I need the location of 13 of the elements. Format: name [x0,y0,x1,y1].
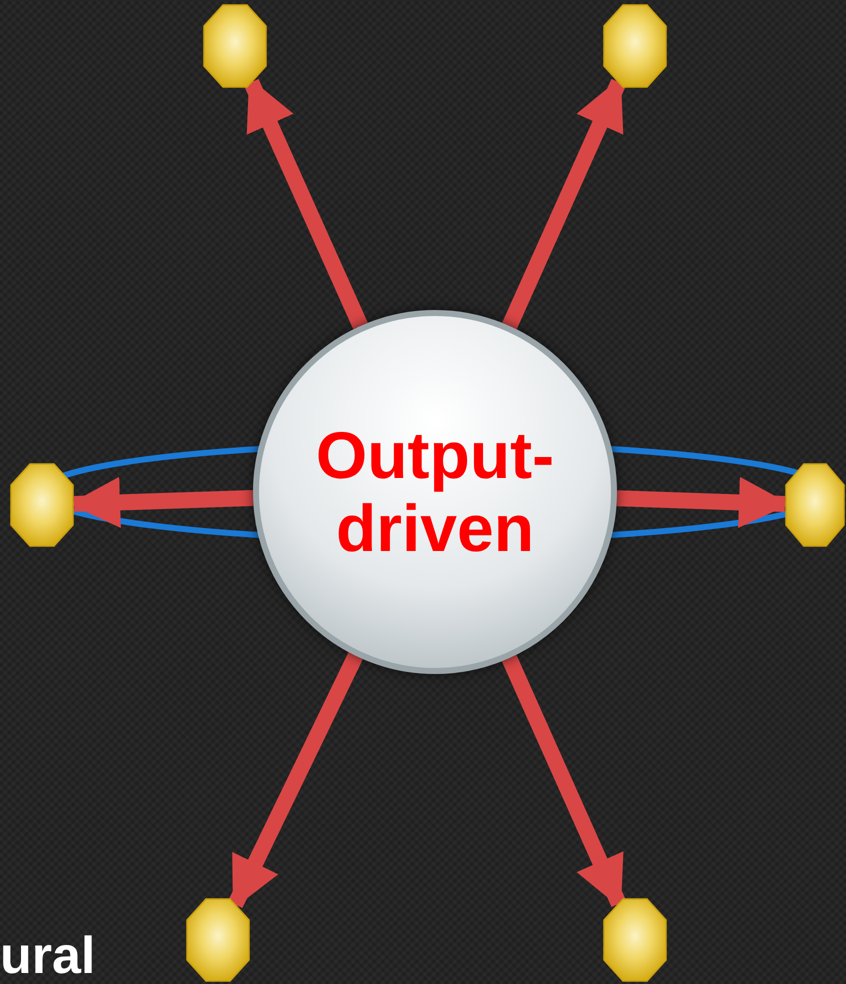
octagon-node [10,463,74,547]
octagon-node [785,463,845,547]
octagon-node [603,898,667,982]
circle-node [253,310,617,674]
arrow [502,78,626,330]
caption-text: ural [0,930,96,982]
arrow [228,652,363,910]
arrow [502,654,626,908]
octagon-node [203,4,267,88]
octagon-node [186,898,250,982]
node-label: Output-driven [314,419,556,565]
arrow [244,78,368,330]
octagon-node [603,4,667,88]
